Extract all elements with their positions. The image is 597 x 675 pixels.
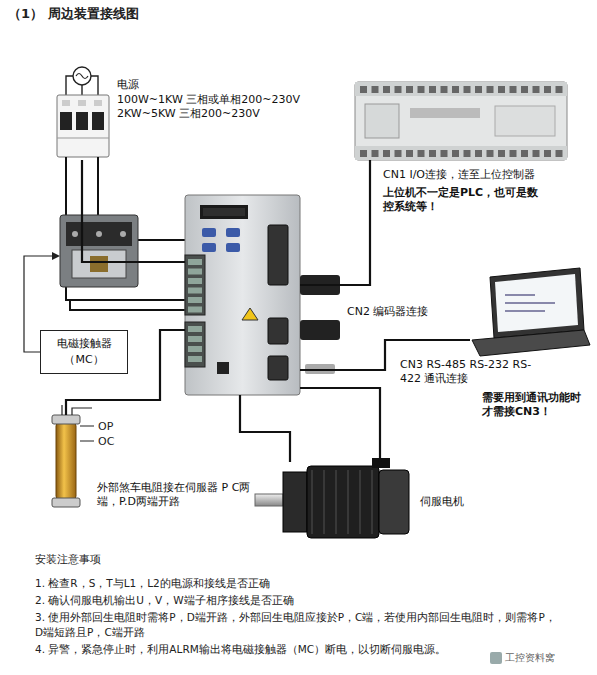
circuit-breaker [57, 95, 109, 157]
terminal [188, 297, 202, 303]
node-area: 电源100W~1KW 三相或单相200~230V2KW~5KW 三相200~23… [55, 90, 111, 160]
terminal [188, 307, 202, 313]
cable [240, 395, 290, 462]
terminal [521, 150, 528, 157]
node-text: 电磁接触器 （MC） [54, 336, 114, 368]
terminal [418, 150, 425, 157]
terminal [464, 86, 471, 93]
pin-label: OP [98, 419, 128, 434]
node-note: 上位机不一定是PLC，也可是数控系统等！ [383, 186, 543, 214]
note-text: 3. 使用外部回生电阻时需将P，D端开路，外部回生电阻应接於P，C端，若使用内部… [35, 610, 560, 640]
cable [300, 160, 370, 285]
terminal [188, 259, 202, 265]
terminal [475, 150, 482, 157]
node-area: CN2 编码器连接 [185, 195, 300, 395]
terminal [360, 150, 367, 157]
motor-fin [359, 470, 361, 534]
terminal [188, 278, 202, 284]
terminal [188, 336, 202, 342]
terminal [487, 86, 494, 93]
terminal [383, 86, 390, 93]
note-text: 2. 确认伺服电机输出U，V，W端子相序接线是否正确 [35, 593, 575, 608]
terminal [544, 86, 551, 93]
node-area: CN1 I/O连接，连至上位控制器上位机不一定是PLC，也可是数控系统等！ [355, 82, 567, 160]
terminal [188, 288, 202, 294]
motor-fin [311, 470, 313, 534]
note-text: 4. 异警，紧急停止时，利用ALRM输出将电磁接触器（MC）断电，以切断伺服电源… [35, 642, 575, 657]
terminal [521, 86, 528, 93]
terminal [487, 150, 494, 157]
node-text: CN2 编码器连接 [347, 305, 437, 319]
node-text: 伺服电机 [420, 495, 480, 509]
node-text: CN1 I/O连接，连至上位控制器 [383, 168, 573, 182]
terminal [395, 150, 402, 157]
node-note: 2KW~5KW 三相200~230V [117, 107, 337, 121]
motor-fin [323, 470, 325, 534]
terminal [498, 86, 505, 93]
terminal [418, 86, 425, 93]
terminal [188, 326, 202, 332]
node-area: CN3 RS-485 RS-232 RS-422 通讯连接需要用到通讯功能时才需… [470, 275, 585, 355]
pin-label: OC [98, 434, 128, 449]
terminal [498, 150, 505, 157]
cable [300, 388, 380, 462]
node-note: 100W~1KW 三相或单相200~230V [117, 93, 337, 107]
laptop [472, 268, 590, 356]
terminal [441, 86, 448, 93]
terminal [429, 150, 436, 157]
contactor [60, 215, 138, 287]
terminal [544, 150, 551, 157]
terminal [533, 86, 540, 93]
terminal [452, 150, 459, 157]
terminal [510, 86, 517, 93]
node-text: 电源 [117, 78, 317, 92]
servo-motor [255, 458, 409, 538]
node-area: 外部煞车电阻接在伺服器 P C两端，P.D两端开路 [52, 415, 80, 507]
terminal [406, 86, 413, 93]
terminal [533, 150, 540, 157]
diagram-title: （1） 周边装置接线图 [8, 6, 139, 21]
ac-source [66, 67, 98, 95]
terminal [188, 346, 202, 352]
terminal [475, 86, 482, 93]
terminal [372, 150, 379, 157]
note-text: 1. 检查R，S，T与L1，L2的电源和接线是否正确 [35, 576, 575, 591]
note-text: 安装注意事项 [35, 552, 235, 567]
motor-fin [335, 470, 337, 534]
motor-fin [347, 470, 349, 534]
node-text: 外部煞车电阻接在伺服器 P C两端，P.D两端开路 [97, 481, 262, 509]
terminal [429, 86, 436, 93]
terminal [360, 86, 367, 93]
terminal [510, 150, 517, 157]
terminal [441, 150, 448, 157]
terminal [556, 150, 563, 157]
resistor-symbol [52, 405, 94, 507]
motor-fin [371, 470, 373, 534]
cable [82, 160, 185, 262]
plc [355, 82, 567, 160]
node-note: 需要用到通讯功能时才需接CN3！ [482, 391, 586, 419]
terminal [464, 150, 471, 157]
label-box: 电磁接触器 （MC） [40, 330, 128, 374]
terminal [406, 150, 413, 157]
node-area: 伺服电机 [255, 462, 410, 540]
watermark: 工控资料窝 [505, 650, 590, 665]
terminal [383, 150, 390, 157]
terminal [452, 86, 459, 93]
terminal [372, 86, 379, 93]
terminal [188, 356, 202, 362]
terminal [556, 86, 563, 93]
node-text: CN3 RS-485 RS-232 RS-422 通讯连接 [400, 358, 532, 386]
terminal [188, 269, 202, 275]
servo-drive [185, 195, 300, 395]
terminal [395, 86, 402, 93]
